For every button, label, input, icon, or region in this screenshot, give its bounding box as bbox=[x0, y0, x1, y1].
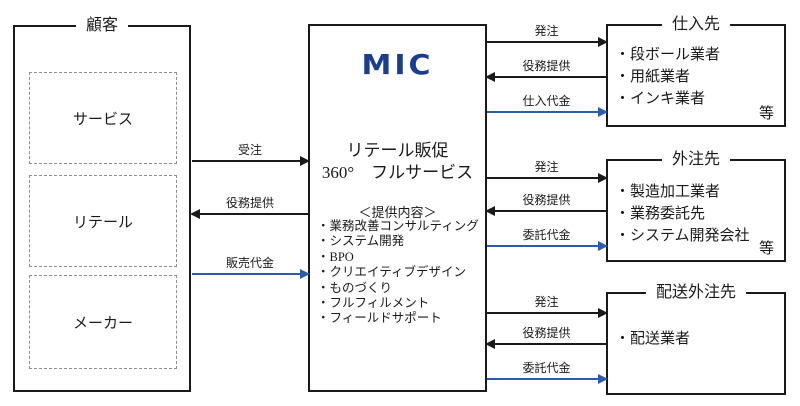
delivery-list: ・配送業者 bbox=[608, 328, 784, 350]
segment-label: リテール bbox=[72, 214, 133, 231]
flow-label: 販売代金 bbox=[225, 256, 274, 270]
arrowhead-icon bbox=[598, 308, 608, 318]
offering-item: ・BPO bbox=[317, 249, 354, 264]
arrowhead-icon bbox=[598, 107, 608, 117]
arrow-line bbox=[192, 269, 310, 279]
flow-po-delivery: 発注 bbox=[487, 295, 608, 318]
supplier-box: 仕入先 ・段ボール業者 ・用紙業者 ・インキ業者 等 bbox=[606, 15, 786, 127]
arrow-line bbox=[485, 206, 606, 216]
service-headline-line2: 360° フルサービス bbox=[321, 163, 474, 182]
offering-item: ・クリエイティブデザイン bbox=[317, 265, 467, 280]
arrowhead-icon bbox=[485, 206, 495, 216]
delivery-item: ・配送業者 bbox=[615, 331, 691, 347]
flow-service-from-subcontractor: 役務提供 bbox=[485, 193, 606, 216]
service-headline-line1: リテール販促 bbox=[346, 141, 449, 160]
flow-label: 発注 bbox=[534, 160, 559, 174]
delivery-box-title: 配送外注先 bbox=[645, 283, 747, 303]
flow-label: 委託代金 bbox=[522, 228, 571, 242]
subcontractor-item: ・システム開発会社 bbox=[615, 228, 750, 244]
flow-sales-payment: 販売代金 bbox=[192, 256, 310, 279]
offering-item: ・フルフィルメント bbox=[317, 296, 430, 311]
supplier-list: ・段ボール業者 ・用紙業者 ・インキ業者 bbox=[608, 44, 784, 110]
arrow-line bbox=[487, 374, 608, 384]
subcontractor-list: ・製造加工業者 ・業務委託先 ・システム開発会社 bbox=[608, 181, 784, 247]
flow-order-received: 受注 bbox=[192, 143, 310, 166]
subcontractor-box: 外注先 ・製造加工業者 ・業務委託先 ・システム開発会社 等 bbox=[606, 150, 786, 262]
flow-service-from-supplier: 役務提供 bbox=[485, 59, 606, 82]
arrow-line bbox=[190, 209, 308, 219]
arrowhead-icon bbox=[190, 209, 200, 219]
flow-label: 発注 bbox=[534, 24, 559, 38]
flow-label: 委託代金 bbox=[522, 361, 571, 375]
supplier-box-title: 仕入先 bbox=[661, 15, 731, 35]
etc-label: 等 bbox=[758, 106, 774, 122]
customer-segment-service: サービス bbox=[29, 72, 177, 164]
flow-service-from-delivery: 役務提供 bbox=[485, 326, 606, 349]
supplier-item: ・段ボール業者 bbox=[615, 47, 721, 63]
offerings-title: ＜提供内容＞ bbox=[358, 205, 437, 220]
flow-service-to-customer: 役務提供 bbox=[190, 196, 308, 219]
service-headline: リテール販促 360° フルサービス bbox=[310, 140, 485, 184]
flow-label: 仕入代金 bbox=[522, 94, 571, 108]
mic-box: MIC リテール販促 360° フルサービス ＜提供内容＞ ・業務改善コンサルテ… bbox=[308, 24, 487, 392]
customer-segment-retail: リテール bbox=[29, 175, 177, 267]
subcontractor-item: ・業務委託先 bbox=[615, 206, 706, 222]
flow-label: 役務提供 bbox=[225, 196, 274, 210]
arrowhead-icon bbox=[300, 269, 310, 279]
arrowhead-icon bbox=[300, 156, 310, 166]
segment-label: サービス bbox=[72, 111, 133, 128]
flow-consignment-payment-delivery: 委託代金 bbox=[487, 361, 608, 384]
subcontractor-item: ・製造加工業者 bbox=[615, 184, 721, 200]
flow-label: 役務提供 bbox=[522, 59, 571, 73]
arrow-line bbox=[485, 339, 606, 349]
flow-consignment-payment-subcontractor: 委託代金 bbox=[487, 228, 608, 251]
arrow-line bbox=[487, 308, 608, 318]
arrow-line bbox=[487, 107, 608, 117]
flow-label: 役務提供 bbox=[522, 193, 571, 207]
offering-item: ・フィールドサポート bbox=[317, 311, 442, 326]
arrow-line bbox=[487, 173, 608, 183]
flow-po-supplier: 発注 bbox=[487, 24, 608, 47]
offering-item: ・ものづくり bbox=[317, 280, 393, 295]
arrowhead-icon bbox=[598, 173, 608, 183]
flow-label: 役務提供 bbox=[522, 326, 571, 340]
arrowhead-icon bbox=[598, 241, 608, 251]
subcontractor-box-title: 外注先 bbox=[661, 150, 731, 170]
arrow-line bbox=[487, 37, 608, 47]
arrowhead-icon bbox=[598, 37, 608, 47]
segment-label: メーカー bbox=[72, 315, 133, 332]
etc-label: 等 bbox=[758, 241, 774, 257]
offering-item: ・業務改善コンサルティング bbox=[317, 219, 479, 233]
delivery-box: 配送外注先 ・配送業者 bbox=[606, 283, 786, 395]
offering-item: ・システム開発 bbox=[317, 234, 405, 249]
supplier-item: ・インキ業者 bbox=[615, 91, 706, 107]
arrowhead-icon bbox=[485, 72, 495, 82]
arrow-line bbox=[192, 156, 310, 166]
flow-po-subcontractor: 発注 bbox=[487, 160, 608, 183]
mic-logo: MIC bbox=[361, 49, 434, 82]
flow-label: 受注 bbox=[237, 143, 262, 157]
arrowhead-icon bbox=[598, 374, 608, 384]
flow-label: 発注 bbox=[534, 295, 559, 309]
offerings-list: ・業務改善コンサルティング ・システム開発 ・BPO ・クリエイティブデザイン … bbox=[317, 219, 483, 327]
customer-box: 顧客 サービス リテール メーカー bbox=[13, 16, 191, 392]
supplier-item: ・用紙業者 bbox=[615, 69, 691, 85]
arrow-line bbox=[487, 241, 608, 251]
flow-purchase-payment: 仕入代金 bbox=[487, 94, 608, 117]
arrowhead-icon bbox=[485, 339, 495, 349]
customer-box-title: 顧客 bbox=[75, 16, 129, 36]
arrow-line bbox=[485, 72, 606, 82]
customer-segment-maker: メーカー bbox=[29, 275, 177, 369]
